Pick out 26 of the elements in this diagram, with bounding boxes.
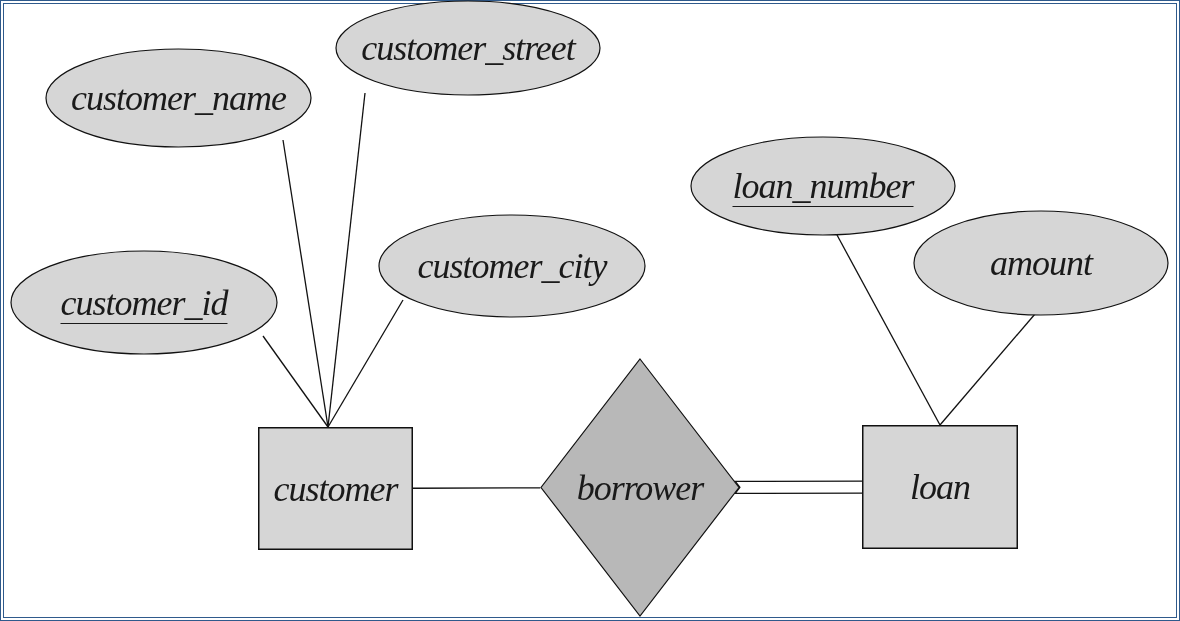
connector-line — [836, 234, 941, 426]
attribute-ellipse — [378, 214, 646, 318]
relationship-diamond — [540, 358, 740, 617]
entity-box — [862, 425, 1018, 549]
attribute-ellipse — [913, 210, 1169, 316]
connector-line — [262, 335, 329, 428]
node-label: amount — [990, 245, 1092, 281]
node-label: loan_number — [732, 168, 914, 204]
connector-line — [412, 487, 541, 489]
attribute-ellipse — [690, 136, 956, 236]
node-label: borrower — [576, 469, 704, 506]
attribute-ellipse — [10, 250, 278, 355]
connector-line — [282, 139, 329, 428]
attribute-ellipse — [335, 0, 601, 96]
attribute-ellipse — [45, 48, 312, 148]
connector-line — [327, 92, 366, 428]
node-label: customer_street — [361, 30, 575, 66]
node-label: loan — [910, 469, 970, 505]
connector-line — [939, 313, 1036, 426]
node-label: customer_name — [71, 80, 286, 116]
entity-box — [258, 427, 413, 550]
node-label: customer_id — [60, 284, 228, 321]
connector-line — [733, 480, 863, 494]
connector-line — [327, 299, 404, 428]
node-label: customer_city — [417, 248, 607, 284]
node-label: customer — [273, 470, 398, 507]
